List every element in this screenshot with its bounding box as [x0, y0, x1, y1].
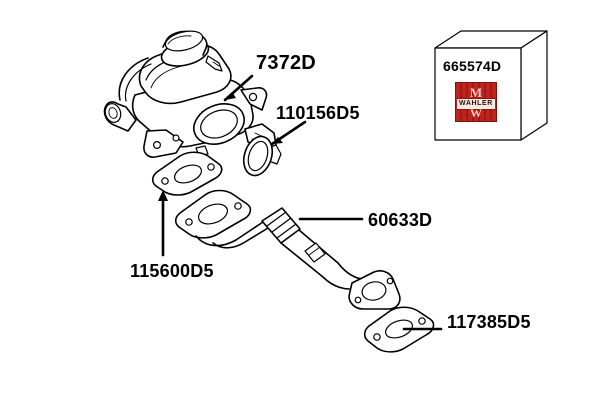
part-egr-pipe-60633d	[174, 189, 401, 310]
logo-mark-top: M	[469, 85, 483, 100]
leader-arrow-115600d5	[158, 190, 168, 201]
package-box-665574d	[434, 30, 548, 141]
part-label-7372d: 7372D	[256, 52, 316, 74]
part-lower-gasket-117385d5	[363, 306, 443, 353]
part-upper-gasket-115600d5	[151, 151, 223, 257]
leader-arrow-7372d	[225, 92, 236, 100]
part-egr-valve-7372d	[103, 30, 282, 165]
part-label-60633d: 60633D	[368, 210, 433, 230]
part-label-110156d5: 110156D5	[276, 103, 360, 123]
package-part-number: 665574D	[443, 58, 502, 74]
logo-mark-bottom: W	[470, 106, 482, 120]
part-label-115600d5: 115600D5	[130, 261, 214, 281]
leader-arrow-110156d5	[272, 137, 283, 144]
part-seal-ring-110156d5	[242, 120, 307, 177]
wahler-brand-logo: M WAHLER W	[455, 82, 497, 122]
logo-wordmark: WAHLER	[457, 98, 495, 110]
part-label-117385d5: 117385D5	[447, 312, 531, 332]
